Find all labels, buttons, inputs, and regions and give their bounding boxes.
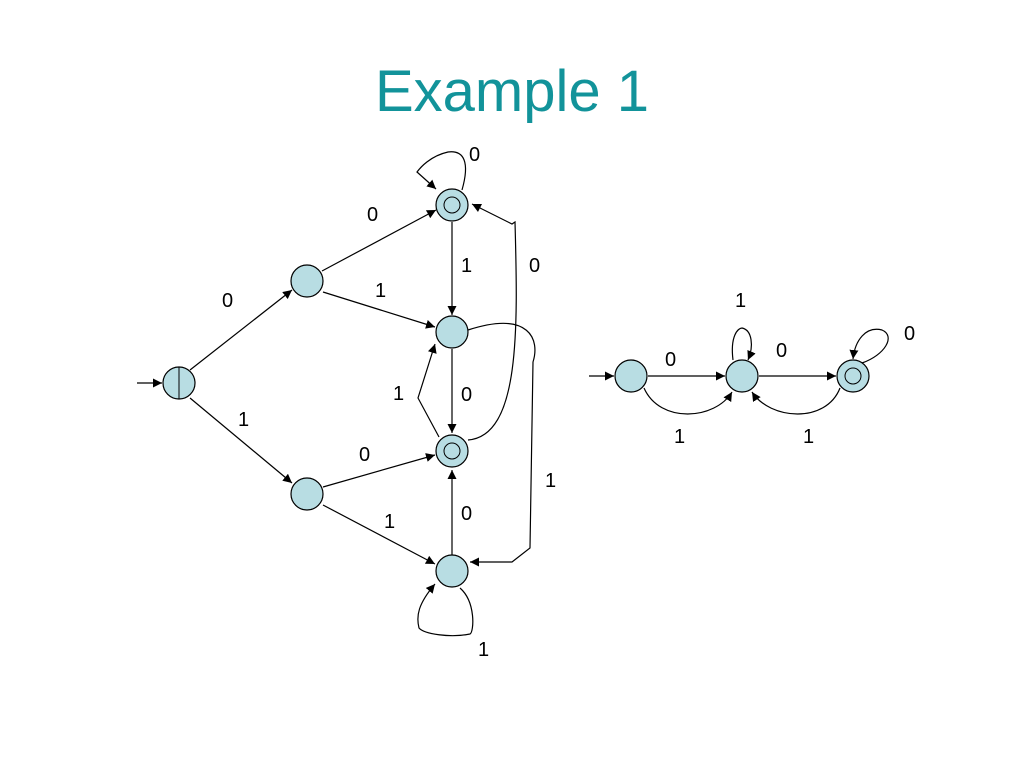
state-p: [614, 359, 648, 393]
label-e-c: 0: [529, 255, 540, 277]
label-q-loop: 1: [735, 290, 746, 312]
state-r-accepting: [836, 359, 870, 393]
edge-r-loop: [849, 328, 889, 364]
edge-start-a: [189, 289, 293, 371]
state-c-inner-ring: [443, 196, 461, 214]
label-p-q: 0: [665, 349, 676, 371]
label-f-loop: 1: [478, 639, 489, 661]
edge-b-f: [322, 504, 436, 565]
state-d: [435, 315, 469, 349]
label-r-loop: 0: [904, 323, 915, 345]
label-start-a: 0: [222, 290, 233, 312]
edge-a-d: [322, 291, 436, 329]
state-e-accepting: [435, 434, 469, 468]
label-r-q: 1: [803, 426, 814, 448]
label-q-p: 1: [674, 426, 685, 448]
edge-q-p: [643, 387, 733, 415]
label-c-d: 1: [461, 255, 472, 277]
edge-a-c: [321, 209, 437, 272]
state-c-accepting: [435, 188, 469, 222]
label-d-e: 0: [461, 384, 472, 406]
edge-e-d: [417, 343, 440, 438]
label-d-f: 1: [545, 470, 556, 492]
edge-e-c: [467, 203, 517, 441]
edge-f-loop: [417, 583, 474, 637]
label-a-d: 1: [375, 280, 386, 302]
state-r-inner-ring: [844, 367, 862, 385]
label-f-e: 0: [461, 503, 472, 525]
label-e-d: 1: [393, 383, 404, 405]
label-c-loop: 0: [469, 144, 480, 166]
label-start-b: 1: [238, 409, 249, 431]
label-q-r: 0: [776, 340, 787, 362]
edge-d-f: [467, 323, 536, 567]
label-a-c: 0: [367, 204, 378, 226]
edge-q-loop: [731, 327, 756, 361]
state-q: [725, 359, 759, 393]
state-a: [290, 264, 324, 298]
edge-start-b: [189, 397, 293, 484]
slide-title: Example 1: [374, 59, 650, 124]
state-e-inner-ring: [443, 442, 461, 460]
label-b-f: 1: [384, 511, 395, 533]
left-automaton: 0 1 0 1 0 1 0 0 1 0 1 1 0 1: [137, 144, 556, 661]
state-b: [290, 477, 324, 511]
edge-c-loop: [416, 151, 467, 191]
edge-r-q: [751, 387, 841, 415]
label-b-e: 0: [359, 444, 370, 466]
state-f: [435, 554, 469, 588]
right-automaton: 0 1 1 0 1 0: [589, 290, 915, 448]
edge-b-e: [322, 453, 436, 488]
